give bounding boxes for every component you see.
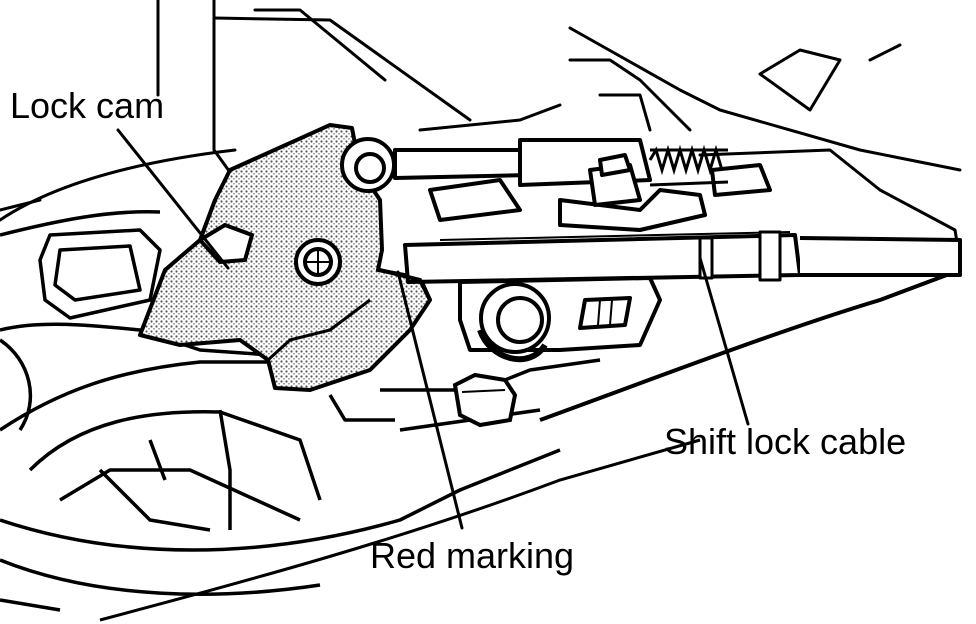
shift-lock-cable-label: Shift lock cable [664, 421, 907, 462]
shift-lock-cable-leader [698, 256, 750, 426]
shift-lock-cable-tube [403, 230, 962, 284]
housing-frame [0, 0, 962, 262]
lock-cam [138, 123, 432, 392]
red-marking-leader [396, 270, 464, 530]
spring [648, 144, 729, 187]
lower-cap-nut [452, 372, 518, 428]
housing-lower-edge [539, 268, 961, 422]
lock-cam-leader [116, 128, 230, 270]
red-marking-label: Red marking [370, 535, 575, 576]
red-marking-edge [379, 268, 432, 301]
leader-lines [116, 128, 750, 530]
housing-left-arm [0, 209, 601, 612]
bracket-bolt [477, 282, 551, 363]
lock-cam-label: Lock cam [10, 85, 165, 126]
rod-assembly [393, 138, 772, 232]
